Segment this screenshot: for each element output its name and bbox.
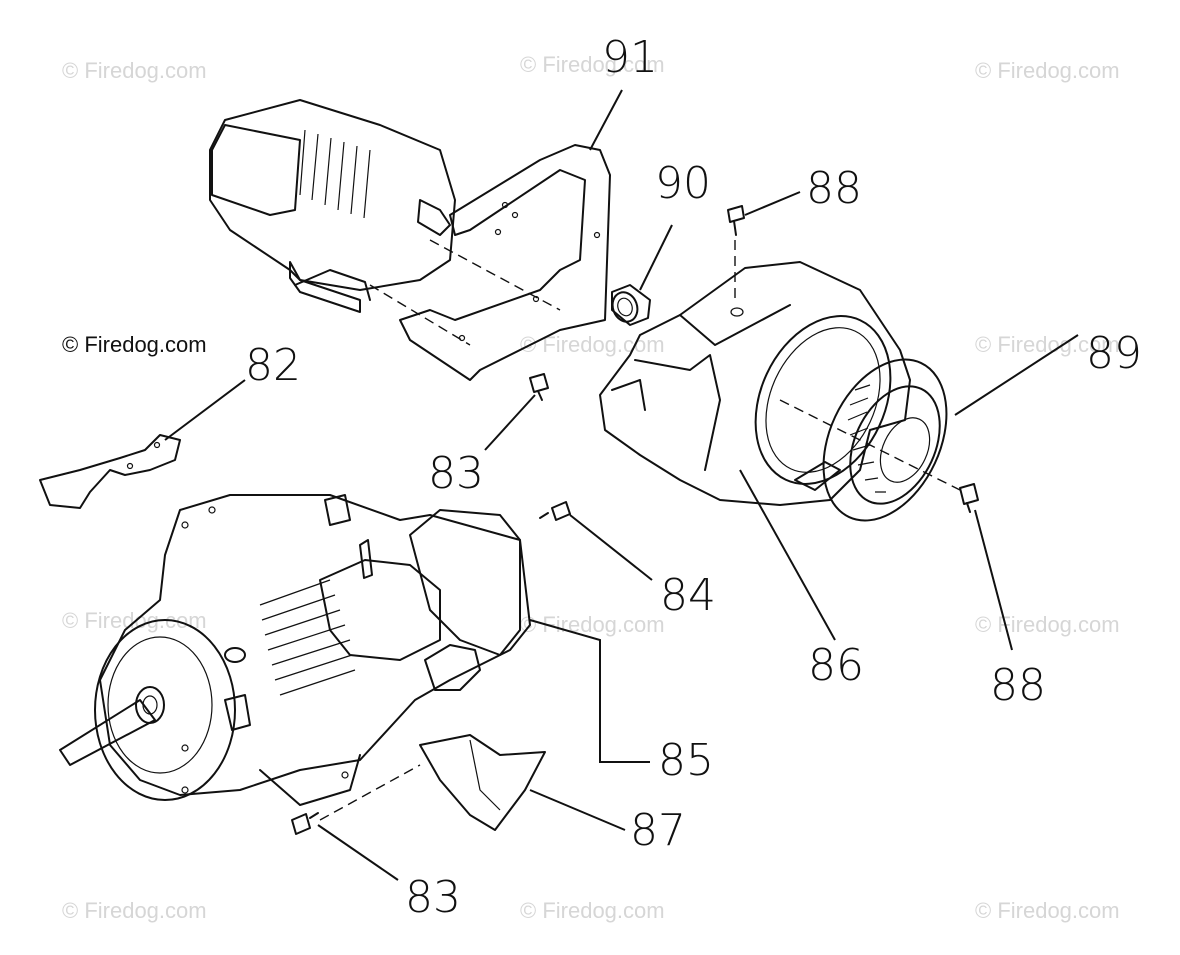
callout-85: 85	[658, 735, 714, 786]
part-90-bushing	[611, 284, 651, 326]
callout-90: 90	[655, 158, 711, 209]
part-89-recoil-starter	[779, 358, 961, 522]
watermark: © Firedog.com	[520, 612, 665, 637]
callout-88-top: 88	[806, 163, 862, 214]
watermark: © Firedog.com	[520, 52, 665, 77]
part-88-bolt-top	[727, 205, 745, 300]
callout-91: 91	[602, 32, 658, 83]
watermark: © Firedog.com	[520, 332, 665, 357]
leader-83-bottom	[317, 824, 399, 881]
leader-89	[954, 334, 1079, 416]
part-91-engine-assembly	[209, 99, 611, 381]
callout-84: 84	[660, 570, 716, 621]
callout-87: 87	[630, 805, 686, 856]
callout-89: 89	[1086, 328, 1142, 379]
watermark: © Firedog.com	[520, 898, 665, 923]
part-82-shield	[39, 434, 181, 509]
part-83-bolt-mid	[529, 373, 549, 401]
watermark: © Firedog.com	[62, 58, 207, 83]
leader-84	[569, 514, 653, 581]
watermark: © Firedog.com	[975, 58, 1120, 83]
part-83-bolt-bottom	[291, 812, 319, 835]
callout-82: 82	[245, 340, 301, 391]
part-84-bolt	[539, 501, 571, 521]
leader-91	[589, 89, 623, 151]
callout-88-bottom: 88	[990, 660, 1046, 711]
watermark: © Firedog.com	[975, 332, 1120, 357]
callout-83-bottom: 83	[405, 872, 461, 923]
main-engine-assembly	[59, 494, 531, 806]
leader-85	[529, 619, 650, 763]
part-86-shroud	[599, 261, 911, 506]
leader-88-bottom	[974, 509, 1013, 651]
watermark: © Firedog.com	[975, 898, 1120, 923]
part-88-bolt-bottom	[959, 483, 979, 513]
leader-86	[739, 469, 836, 641]
part-87-cover-plate	[319, 734, 546, 831]
watermark: © Firedog.com	[62, 898, 207, 923]
watermark: © Firedog.com	[975, 612, 1120, 637]
leader-90	[639, 224, 673, 291]
leader-82	[164, 379, 246, 441]
leader-87	[529, 789, 626, 831]
leader-83-mid	[484, 394, 536, 451]
callout-83-mid: 83	[428, 448, 484, 499]
copyright-label: © Firedog.com	[62, 332, 207, 357]
leader-88-top	[744, 191, 801, 216]
callout-86: 86	[808, 640, 864, 691]
